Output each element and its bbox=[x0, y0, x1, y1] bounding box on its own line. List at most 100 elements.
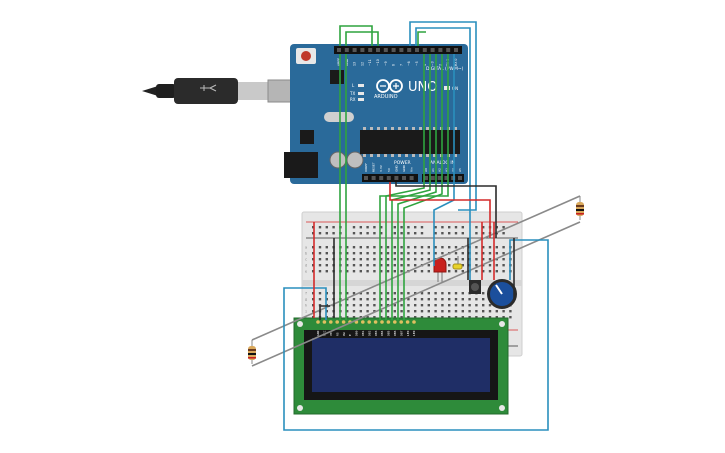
breadboard-hole[interactable] bbox=[373, 270, 376, 273]
breadboard-hole[interactable] bbox=[318, 270, 322, 273]
breadboard-hole[interactable] bbox=[366, 258, 369, 261]
breadboard-hole[interactable] bbox=[448, 292, 451, 295]
breadboard-hole[interactable] bbox=[380, 298, 383, 301]
wire-green-6[interactable] bbox=[385, 54, 425, 320]
breadboard-hole[interactable] bbox=[420, 316, 424, 319]
breadboard-hole[interactable] bbox=[454, 298, 458, 301]
breadboard-hole[interactable] bbox=[427, 292, 430, 295]
breadboard-hole[interactable] bbox=[393, 298, 396, 301]
breadboard-hole[interactable] bbox=[359, 310, 362, 313]
breadboard-hole[interactable] bbox=[386, 264, 390, 267]
header-pin[interactable] bbox=[337, 48, 341, 52]
breadboard-hole[interactable] bbox=[318, 292, 322, 295]
lcd-pin[interactable] bbox=[393, 320, 397, 324]
breadboard-hole[interactable] bbox=[461, 304, 464, 307]
breadboard-hole[interactable] bbox=[420, 258, 424, 261]
breadboard-hole[interactable] bbox=[400, 252, 403, 255]
header-pin[interactable] bbox=[383, 48, 388, 52]
rail-hole[interactable] bbox=[332, 226, 335, 229]
breadboard-hole[interactable] bbox=[366, 246, 369, 249]
breadboard-hole[interactable] bbox=[461, 270, 464, 273]
breadboard-hole[interactable] bbox=[346, 292, 349, 295]
power-pin[interactable] bbox=[402, 176, 406, 180]
breadboard-hole[interactable] bbox=[488, 252, 492, 255]
breadboard-hole[interactable] bbox=[427, 270, 430, 273]
breadboard-hole[interactable] bbox=[482, 304, 485, 307]
breadboard-hole[interactable] bbox=[414, 298, 417, 301]
breadboard-hole[interactable] bbox=[359, 292, 362, 295]
rail-hole[interactable] bbox=[434, 226, 437, 229]
breadboard-hole[interactable] bbox=[407, 292, 410, 295]
breadboard-hole[interactable] bbox=[407, 304, 410, 307]
rail-hole[interactable] bbox=[461, 226, 464, 229]
breadboard-hole[interactable] bbox=[414, 316, 417, 319]
breadboard-hole[interactable] bbox=[380, 270, 383, 273]
breadboard-hole[interactable] bbox=[400, 246, 403, 249]
breadboard-hole[interactable] bbox=[366, 264, 369, 267]
breadboard-hole[interactable] bbox=[352, 304, 356, 307]
breadboard-hole[interactable] bbox=[346, 304, 349, 307]
breadboard-hole[interactable] bbox=[359, 298, 362, 301]
lcd-pin[interactable] bbox=[322, 320, 327, 324]
breadboard-hole[interactable] bbox=[461, 298, 464, 301]
breadboard-hole[interactable] bbox=[427, 246, 430, 249]
rail-hole[interactable] bbox=[366, 232, 369, 235]
breadboard-hole[interactable] bbox=[366, 270, 369, 273]
rail-hole[interactable] bbox=[482, 232, 485, 235]
breadboard-hole[interactable] bbox=[488, 258, 492, 261]
breadboard-hole[interactable] bbox=[434, 316, 437, 319]
breadboard-hole[interactable] bbox=[346, 310, 349, 313]
rail-hole[interactable] bbox=[332, 232, 335, 235]
breadboard-hole[interactable] bbox=[386, 310, 390, 313]
breadboard-hole[interactable] bbox=[495, 310, 498, 313]
rail-hole[interactable] bbox=[475, 232, 478, 235]
breadboard-hole[interactable] bbox=[454, 292, 458, 295]
breadboard-hole[interactable] bbox=[352, 310, 356, 313]
breadboard-hole[interactable] bbox=[366, 298, 369, 301]
breadboard-hole[interactable] bbox=[325, 270, 328, 273]
breadboard-hole[interactable] bbox=[386, 292, 390, 295]
breadboard-hole[interactable] bbox=[475, 258, 478, 261]
breadboard-hole[interactable] bbox=[434, 304, 437, 307]
breadboard-hole[interactable] bbox=[475, 252, 478, 255]
breadboard-hole[interactable] bbox=[502, 258, 505, 261]
breadboard-hole[interactable] bbox=[495, 264, 498, 267]
breadboard-hole[interactable] bbox=[427, 316, 430, 319]
power-pin[interactable] bbox=[394, 176, 399, 180]
wire-blue-lcd-left[interactable] bbox=[283, 239, 549, 431]
breadboard-hole[interactable] bbox=[427, 264, 430, 267]
breadboard-hole[interactable] bbox=[359, 264, 362, 267]
breadboard-hole[interactable] bbox=[414, 258, 417, 261]
breadboard-hole[interactable] bbox=[482, 292, 485, 295]
breadboard-hole[interactable] bbox=[482, 270, 485, 273]
header-pin[interactable] bbox=[438, 48, 443, 52]
breadboard-hole[interactable] bbox=[454, 310, 458, 313]
wire-blue-led[interactable] bbox=[433, 54, 455, 266]
breadboard-hole[interactable] bbox=[380, 304, 383, 307]
breadboard-hole[interactable] bbox=[495, 252, 498, 255]
header-pin[interactable] bbox=[360, 48, 365, 52]
breadboard-hole[interactable] bbox=[502, 246, 505, 249]
breadboard-hole[interactable] bbox=[359, 246, 362, 249]
breadboard-hole[interactable] bbox=[482, 246, 485, 249]
analog-pin[interactable] bbox=[430, 176, 435, 180]
wire-red-5v[interactable] bbox=[389, 182, 491, 238]
breadboard-hole[interactable] bbox=[359, 270, 362, 273]
breadboard-hole[interactable] bbox=[373, 258, 376, 261]
breadboard-hole[interactable] bbox=[393, 246, 396, 249]
rail-hole[interactable] bbox=[420, 226, 424, 229]
breadboard-hole[interactable] bbox=[352, 298, 356, 301]
wire-green-2[interactable] bbox=[339, 25, 373, 46]
breadboard-hole[interactable] bbox=[393, 304, 396, 307]
breadboard-hole[interactable] bbox=[427, 252, 430, 255]
breadboard-hole[interactable] bbox=[427, 258, 430, 261]
breadboard-hole[interactable] bbox=[488, 270, 492, 273]
breadboard-hole[interactable] bbox=[414, 252, 417, 255]
breadboard-hole[interactable] bbox=[495, 270, 498, 273]
breadboard-hole[interactable] bbox=[380, 258, 383, 261]
breadboard-hole[interactable] bbox=[448, 246, 451, 249]
breadboard-hole[interactable] bbox=[420, 292, 424, 295]
pushbutton[interactable] bbox=[469, 280, 481, 294]
breadboard-hole[interactable] bbox=[420, 270, 424, 273]
breadboard-hole[interactable] bbox=[475, 298, 478, 301]
